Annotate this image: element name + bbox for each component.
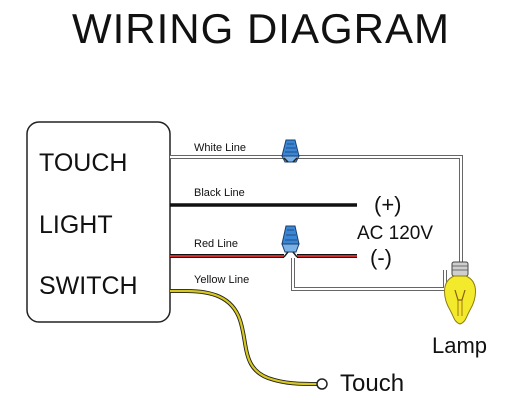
touch-label: Touch — [340, 370, 404, 397]
red-line-label: Red Line — [194, 238, 238, 250]
white-wire-connector-icon — [281, 139, 300, 163]
device-label-switch: SWITCH — [39, 272, 138, 300]
power-minus-label: (-) — [370, 245, 392, 270]
yellow-line-label: Yellow Line — [194, 274, 249, 286]
white-wire — [170, 155, 463, 268]
black-line-label: Black Line — [194, 187, 245, 199]
white-line-label: White Line — [194, 142, 246, 154]
power-voltage-label: AC 120V — [357, 223, 433, 244]
lamp-bulb-icon — [444, 261, 476, 325]
switch-device-box — [26, 121, 171, 323]
lamp-label: Lamp — [432, 333, 487, 358]
red-wire-connector-icon — [281, 225, 300, 258]
device-label-light: LIGHT — [39, 211, 113, 239]
power-plus-label: (+) — [374, 192, 402, 217]
touch-terminal-ring — [316, 378, 328, 390]
yellow-wire — [170, 289, 319, 386]
lamp-return-wire — [291, 258, 447, 291]
diagram-title: WIRING DIAGRAM — [72, 5, 450, 52]
device-label-touch: TOUCH — [39, 149, 127, 177]
